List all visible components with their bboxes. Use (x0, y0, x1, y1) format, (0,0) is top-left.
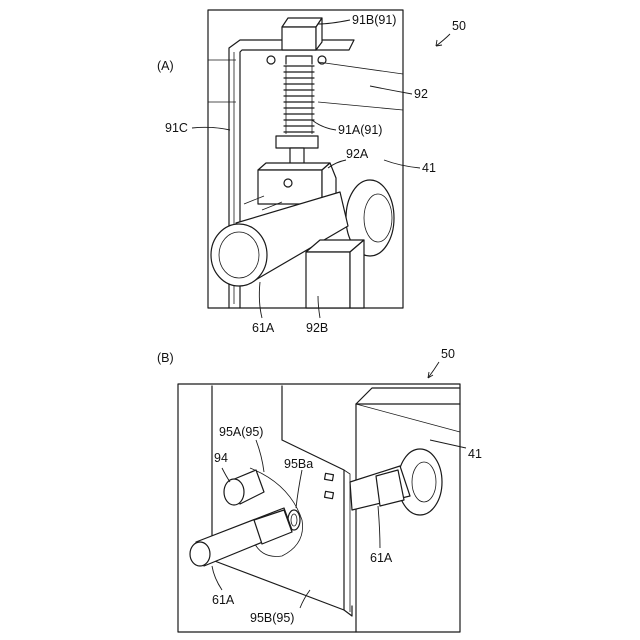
label-91b: 91B(91) (352, 13, 396, 27)
panel-a-ref-arrow (436, 34, 450, 46)
label-95a: 95A(95) (219, 425, 263, 439)
spring-91a (276, 56, 318, 170)
block-91b (282, 18, 322, 50)
label-91a: 91A(91) (338, 123, 382, 137)
label-92b: 92B (306, 321, 328, 335)
label-61a-a: 61A (252, 321, 275, 335)
label-92: 92 (414, 87, 428, 101)
label-94: 94 (214, 451, 228, 465)
panel-a-ref: 50 (452, 19, 466, 33)
label-95ba: 95Ba (284, 457, 313, 471)
shaft-61a-left (190, 508, 292, 566)
panel-b: (B) 50 (157, 347, 482, 632)
panel-b-label: (B) (157, 351, 174, 365)
label-41-a: 41 (422, 161, 436, 175)
label-92a: 92A (346, 147, 369, 161)
label-95b: 95B(95) (250, 611, 294, 625)
block-92b (306, 240, 364, 308)
panel-b-ref: 50 (441, 347, 455, 361)
pin-94 (224, 470, 264, 505)
label-91c: 91C (165, 121, 188, 135)
label-61a-right: 61A (370, 551, 393, 565)
shaft-61a-right (350, 466, 410, 510)
label-61a-left: 61A (212, 593, 235, 607)
panel-b-ref-arrow (428, 362, 439, 378)
label-41-b: 41 (468, 447, 482, 461)
panel-a-label: (A) (157, 59, 174, 73)
panel-a: (A) 50 (157, 10, 466, 335)
